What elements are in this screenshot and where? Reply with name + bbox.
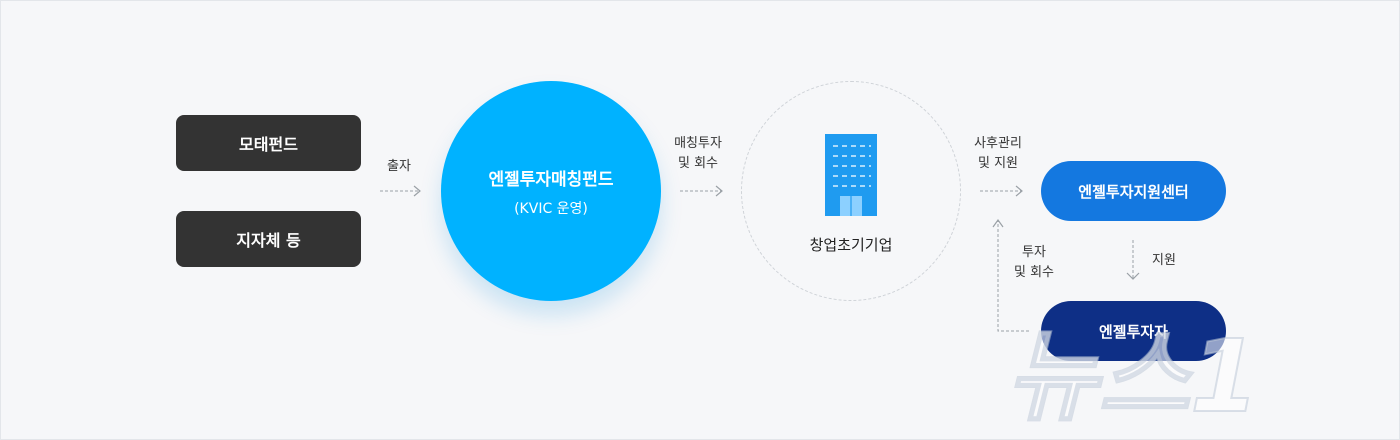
early-startup-label: 창업초기기업 bbox=[809, 236, 893, 254]
investment-return-arrow bbox=[992, 218, 1029, 332]
support-center-label: 엔젤투자지원센터 bbox=[1078, 182, 1189, 201]
mother-fund-box: 모태펀드 bbox=[176, 115, 361, 171]
watermark-text: 뉴스1 bbox=[1006, 318, 1260, 431]
aftercare-line-2: 및 지원 bbox=[977, 156, 1018, 171]
angel-matching-fund-circle: 엔젤투자매칭펀드 (KVIC 운영) bbox=[441, 81, 661, 301]
matching-investment-label: 매칭투자 및 회수 bbox=[665, 134, 731, 174]
support-arrow bbox=[1126, 240, 1140, 280]
aftercare-label: 사후관리 및 지원 bbox=[963, 134, 1033, 174]
mother-fund-label: 모태펀드 bbox=[239, 135, 298, 154]
contribution-arrow bbox=[380, 185, 421, 197]
contribution-label: 출자 bbox=[387, 159, 411, 174]
angel-support-center-pill: 엔젤투자지원센터 bbox=[1041, 161, 1226, 221]
news1-watermark-logo: 뉴스1 bbox=[1005, 317, 1261, 431]
investment-line-2: 및 회수 bbox=[1013, 265, 1054, 280]
fund-title: 엔젤투자매칭펀드 bbox=[488, 169, 614, 190]
local-government-label: 지자체 등 bbox=[236, 231, 301, 250]
angel-investor-pill: 엔젤투자자 bbox=[1041, 301, 1226, 361]
support-label: 지원 bbox=[1152, 253, 1176, 268]
matching-line-1: 매칭투자 bbox=[674, 136, 722, 151]
angel-investor-label: 엔젤투자자 bbox=[1098, 322, 1168, 341]
building-icon bbox=[825, 134, 877, 216]
aftercare-arrow bbox=[980, 185, 1023, 197]
investment-label: 투자 및 회수 bbox=[1003, 243, 1065, 283]
investment-line-1: 투자 bbox=[1022, 245, 1046, 260]
matching-arrow bbox=[680, 185, 723, 197]
fund-subtitle: (KVIC 운영) bbox=[514, 200, 588, 217]
aftercare-line-1: 사후관리 bbox=[974, 136, 1022, 151]
early-startup-circle: 창업초기기업 bbox=[741, 81, 961, 301]
local-government-box: 지자체 등 bbox=[176, 211, 361, 267]
matching-line-2: 및 회수 bbox=[677, 156, 718, 171]
